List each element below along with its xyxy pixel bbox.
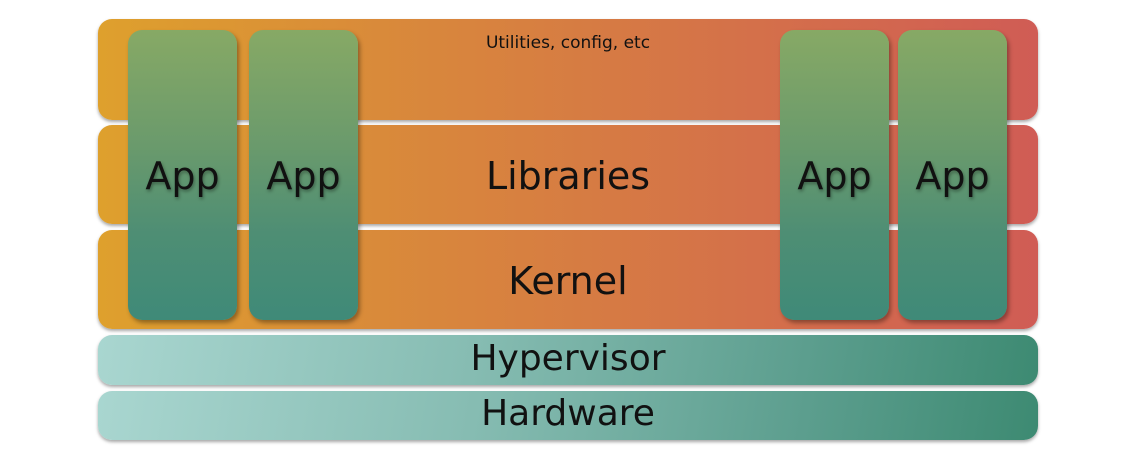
app-label: App	[266, 154, 341, 198]
hypervisor-label: Hypervisor	[470, 338, 666, 379]
app-block: App	[128, 30, 237, 320]
app-label: App	[915, 154, 990, 198]
app-block: App	[249, 30, 358, 320]
app-block: App	[780, 30, 889, 320]
hypervisor-layer: Hypervisor	[98, 335, 1038, 385]
app-label: App	[797, 154, 872, 198]
hardware-label: Hardware	[481, 393, 655, 434]
kernel-label: Kernel	[508, 259, 628, 303]
app-block: App	[898, 30, 1007, 320]
libraries-label: Libraries	[485, 154, 651, 198]
app-label: App	[145, 154, 220, 198]
utilities-layer: Utilities, config, etc	[98, 19, 1038, 120]
utilities-label: Utilities, config, etc	[485, 33, 651, 53]
kernel-layer: Kernel	[98, 230, 1038, 329]
hardware-layer: Hardware	[98, 391, 1038, 440]
libraries-layer: Libraries	[98, 125, 1038, 224]
